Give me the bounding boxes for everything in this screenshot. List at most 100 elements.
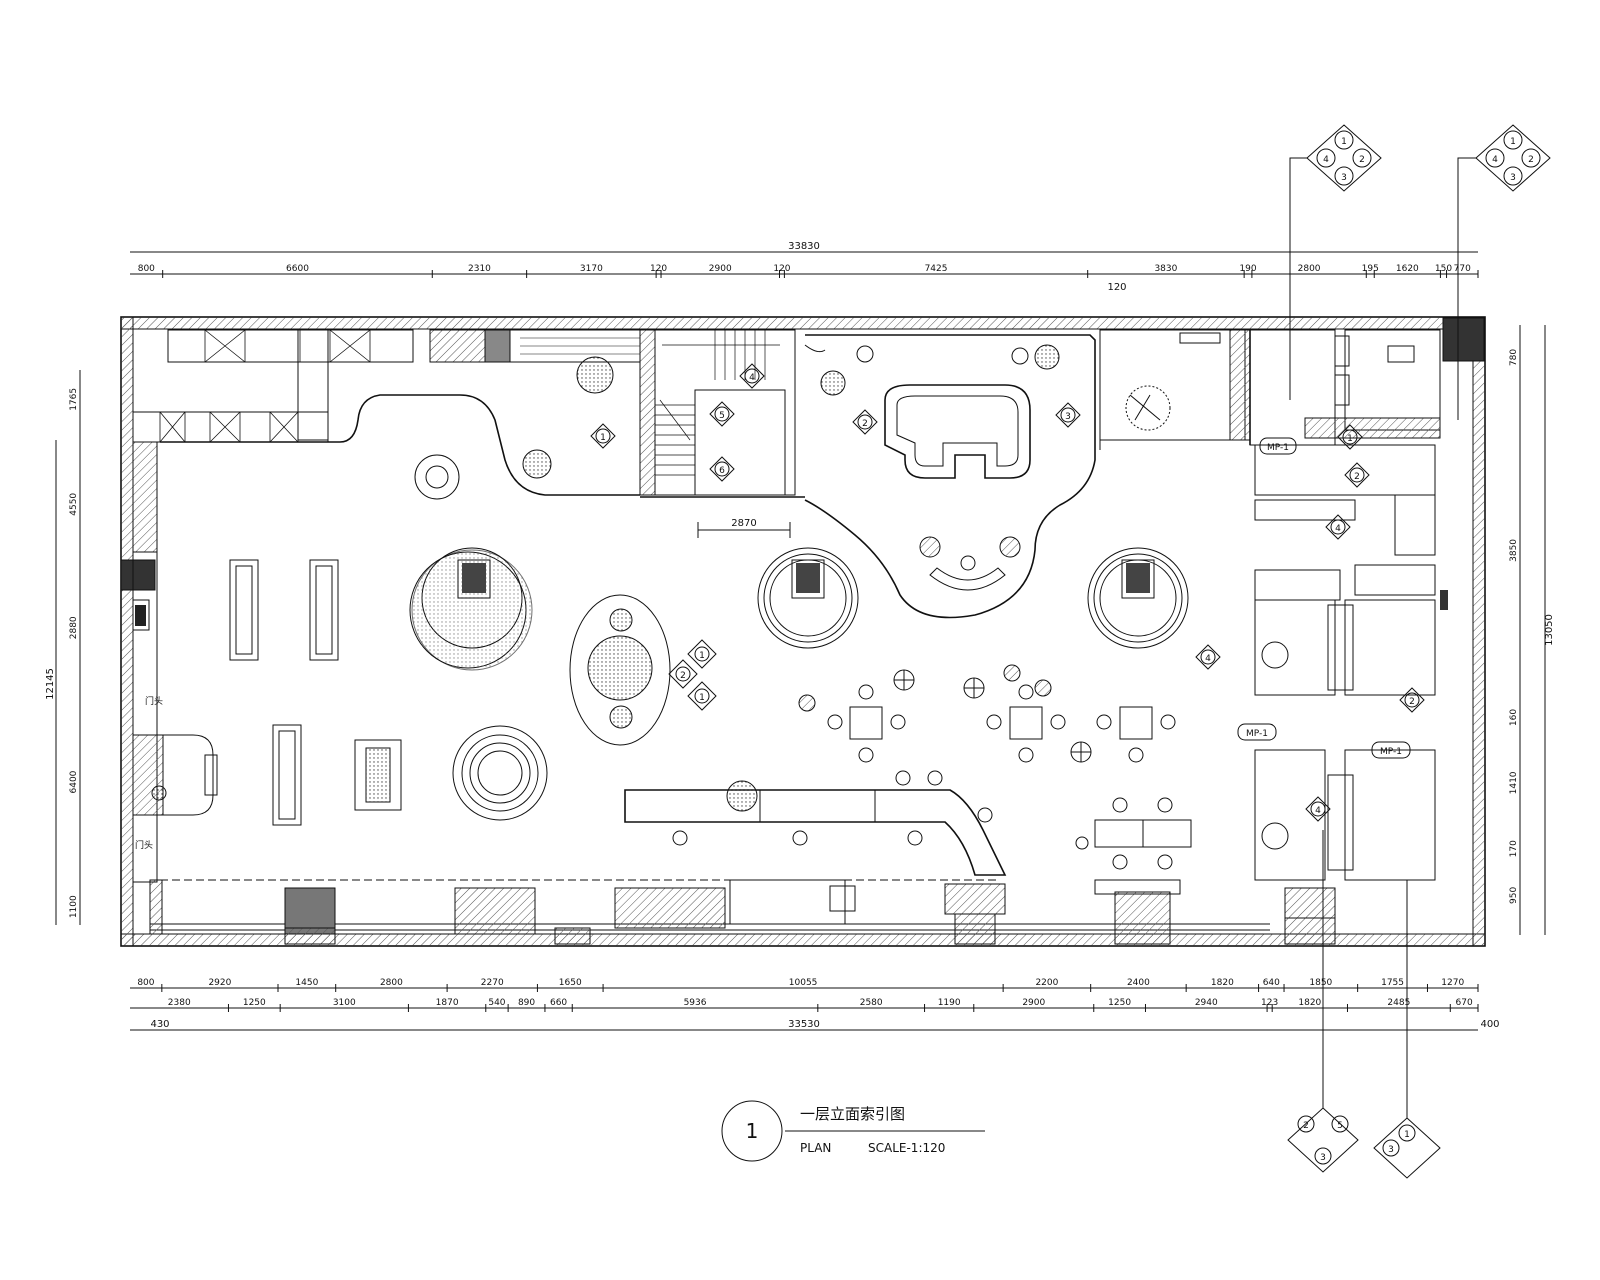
index-symbol: 2 bbox=[852, 409, 878, 435]
dim-label: 950 bbox=[1509, 887, 1519, 904]
dim-label: 1270 bbox=[1441, 978, 1464, 988]
dim-label: 1870 bbox=[436, 998, 459, 1008]
svg-text:3: 3 bbox=[1388, 1145, 1394, 1155]
dim-label: 660 bbox=[550, 998, 567, 1008]
svg-text:2: 2 bbox=[1409, 697, 1415, 707]
tag-mp1: MP-1 bbox=[1267, 443, 1289, 453]
dim-left-overall: 12145 bbox=[45, 668, 56, 700]
cafe-tables bbox=[798, 664, 1192, 895]
svg-text:1: 1 bbox=[1404, 1130, 1410, 1140]
dim-label: 2380 bbox=[168, 998, 191, 1008]
drawing-title: 一层立面索引图 bbox=[800, 1105, 905, 1123]
dim-label: 2310 bbox=[468, 264, 491, 274]
dim-label: 1850 bbox=[1309, 978, 1332, 988]
dim-label: 2900 bbox=[1022, 998, 1045, 1008]
index-symbol: 1 bbox=[1337, 424, 1363, 450]
west-cabinets bbox=[132, 411, 329, 883]
dim-bottom-end: 430 bbox=[150, 1019, 169, 1030]
index-symbol: 2 bbox=[1344, 462, 1370, 488]
dim-top-overall: 33830 bbox=[788, 241, 820, 252]
dim-label: 170 bbox=[1509, 840, 1519, 857]
dim-label: 1820 bbox=[1298, 998, 1321, 1008]
svg-text:2: 2 bbox=[862, 419, 868, 429]
svg-text:4: 4 bbox=[1315, 806, 1321, 816]
index-symbol: 5 bbox=[709, 401, 735, 427]
dim-label: 800 bbox=[137, 978, 154, 988]
dim-label: 160 bbox=[1509, 709, 1519, 726]
svg-text:5: 5 bbox=[719, 411, 725, 421]
dim-label: 1250 bbox=[243, 998, 266, 1008]
drawing-subtitle: PLAN bbox=[800, 1141, 831, 1155]
svg-text:4: 4 bbox=[749, 373, 755, 383]
room-label: 门头 bbox=[135, 839, 153, 851]
dim-label: 1620 bbox=[1396, 264, 1419, 274]
svg-text:4: 4 bbox=[1205, 654, 1211, 664]
dim-label: 1650 bbox=[559, 978, 582, 988]
dim-label: 670 bbox=[1456, 998, 1473, 1008]
tag-mp1: MP-1 bbox=[1380, 747, 1402, 757]
svg-text:2: 2 bbox=[1528, 155, 1534, 165]
svg-text:1: 1 bbox=[1510, 137, 1516, 147]
svg-text:1: 1 bbox=[600, 433, 606, 443]
svg-text:4: 4 bbox=[1323, 155, 1329, 165]
dim-label: 1190 bbox=[938, 998, 961, 1008]
column-w bbox=[120, 559, 156, 591]
dim-label: 2920 bbox=[208, 978, 231, 988]
dim-label: 780 bbox=[1509, 349, 1519, 366]
svg-text:6: 6 bbox=[719, 466, 725, 476]
dim-label: 3100 bbox=[333, 998, 356, 1008]
dim-label: 770 bbox=[1454, 264, 1471, 274]
service-counter bbox=[624, 770, 1007, 925]
dim-label: 195 bbox=[1362, 264, 1379, 274]
svg-text:2: 2 bbox=[1359, 155, 1365, 165]
svg-text:2: 2 bbox=[680, 671, 686, 681]
stair-dimension: 2870 bbox=[731, 518, 756, 529]
dim-label: 3830 bbox=[1154, 264, 1177, 274]
dim-label: 1250 bbox=[1108, 998, 1131, 1008]
title-block: 1 一层立面索引图 PLAN SCALE-1:120 bbox=[721, 1100, 985, 1162]
svg-text:1: 1 bbox=[699, 693, 705, 703]
dim-label: 890 bbox=[518, 998, 535, 1008]
dim-label: 2800 bbox=[1298, 264, 1321, 274]
index-symbol-4way: 1 3 4 2 bbox=[1457, 124, 1551, 420]
svg-text:3: 3 bbox=[1510, 173, 1516, 183]
storefront bbox=[149, 879, 1336, 945]
dim-right-overall: 13050 bbox=[1544, 614, 1555, 646]
room-label: 门头 bbox=[145, 695, 163, 707]
dim-label: 6400 bbox=[69, 770, 79, 793]
index-symbol: 4 bbox=[1195, 644, 1221, 670]
benches bbox=[229, 559, 402, 826]
drawing-scale: SCALE-1:120 bbox=[868, 1141, 945, 1155]
dim-label: 540 bbox=[488, 998, 505, 1008]
dim-label: 2200 bbox=[1035, 978, 1058, 988]
dim-label: 1820 bbox=[1211, 978, 1234, 988]
dim-label: 120 bbox=[650, 264, 667, 274]
round-display-islands bbox=[409, 356, 1189, 671]
material-tags: MP-1 MP-1 MP-1 门头 门头 bbox=[135, 437, 1411, 851]
staircase: 2870 bbox=[639, 329, 805, 538]
index-symbol: 4 bbox=[1325, 514, 1351, 540]
north-storage bbox=[160, 329, 641, 496]
dim-bottom-overall: 33530 bbox=[788, 1019, 820, 1030]
dim-label: 2940 bbox=[1195, 998, 1218, 1008]
svg-text:1: 1 bbox=[1341, 137, 1347, 147]
index-symbol-4way: 1 3 bbox=[1373, 880, 1441, 1179]
dim-label: 7425 bbox=[925, 264, 948, 274]
dim-label: 640 bbox=[1263, 978, 1280, 988]
dim-label: 2800 bbox=[380, 978, 403, 988]
dim-label: 3850 bbox=[1509, 539, 1519, 562]
svg-text:1: 1 bbox=[1347, 434, 1353, 444]
dim-bottom-end: 400 bbox=[1480, 1019, 1499, 1030]
dim-label: 1450 bbox=[295, 978, 318, 988]
index-symbol: 1 bbox=[687, 681, 717, 711]
index-symbol-4way: 1 3 4 2 bbox=[1289, 124, 1382, 400]
dim-label: 6600 bbox=[286, 264, 309, 274]
svg-text:3: 3 bbox=[1341, 173, 1347, 183]
index-symbol: 2 bbox=[1399, 687, 1425, 713]
index-symbol: 3 bbox=[1055, 402, 1081, 428]
east-rooms bbox=[1099, 329, 1448, 919]
dim-label: 123 bbox=[1261, 998, 1278, 1008]
dim-label: 4550 bbox=[69, 493, 79, 516]
